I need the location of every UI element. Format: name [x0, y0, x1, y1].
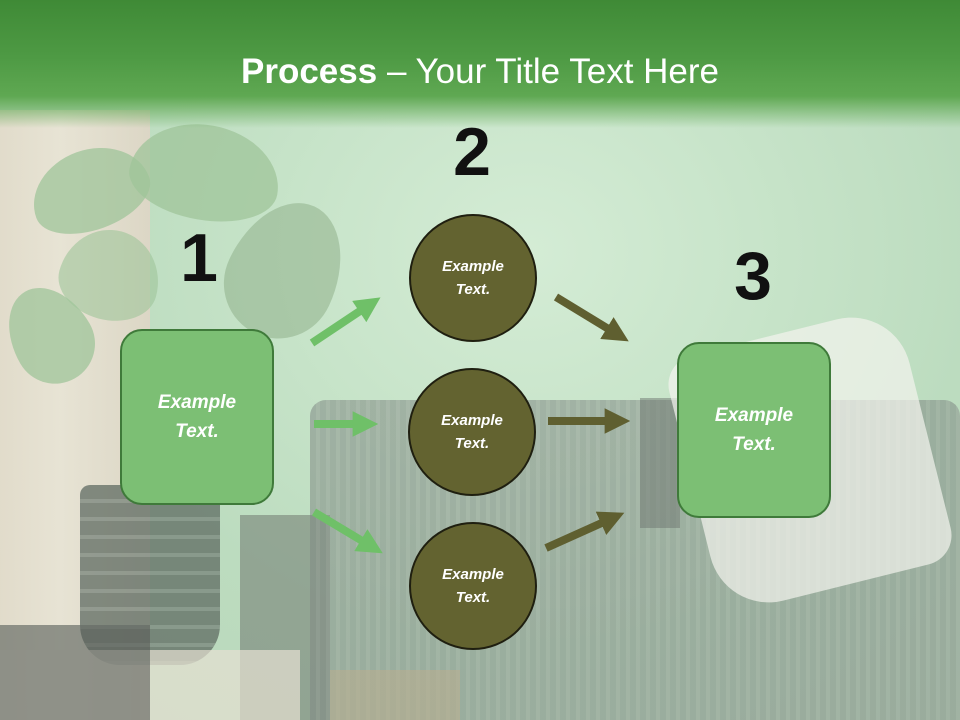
- step-box-1[interactable]: Example Text.: [120, 329, 274, 505]
- arrow-down-left: [311, 508, 383, 554]
- background-basket: [330, 670, 460, 720]
- background-box: [0, 625, 150, 720]
- title-keyword: Process: [241, 52, 378, 91]
- title-subtitle: – Your Title Text Here: [377, 52, 719, 91]
- circle-middle[interactable]: Example Text.: [408, 368, 536, 496]
- circle-middle-text: Example Text.: [441, 412, 503, 452]
- step-number-2: 2: [453, 114, 491, 190]
- circle-top[interactable]: Example Text.: [409, 214, 537, 342]
- arrow-down-right: [553, 293, 629, 342]
- step-box-1-text: Example Text.: [157, 392, 237, 442]
- title-band: [0, 0, 960, 128]
- arrow-up-left: [309, 297, 381, 347]
- circle-bottom-text: Example Text.: [442, 566, 504, 606]
- background-sofa-arm: [640, 398, 680, 528]
- step-number-3: 3: [734, 238, 772, 314]
- circle-top-text: Example Text.: [442, 258, 504, 298]
- step-number-1: 1: [180, 220, 218, 296]
- step-box-3-text: Example Text.: [714, 405, 794, 455]
- step-box-3[interactable]: Example Text.: [677, 342, 831, 518]
- slide-title[interactable]: Process – Your Title Text Here: [0, 52, 960, 92]
- arrow-up-right: [544, 511, 625, 552]
- circle-bottom[interactable]: Example Text.: [409, 522, 537, 650]
